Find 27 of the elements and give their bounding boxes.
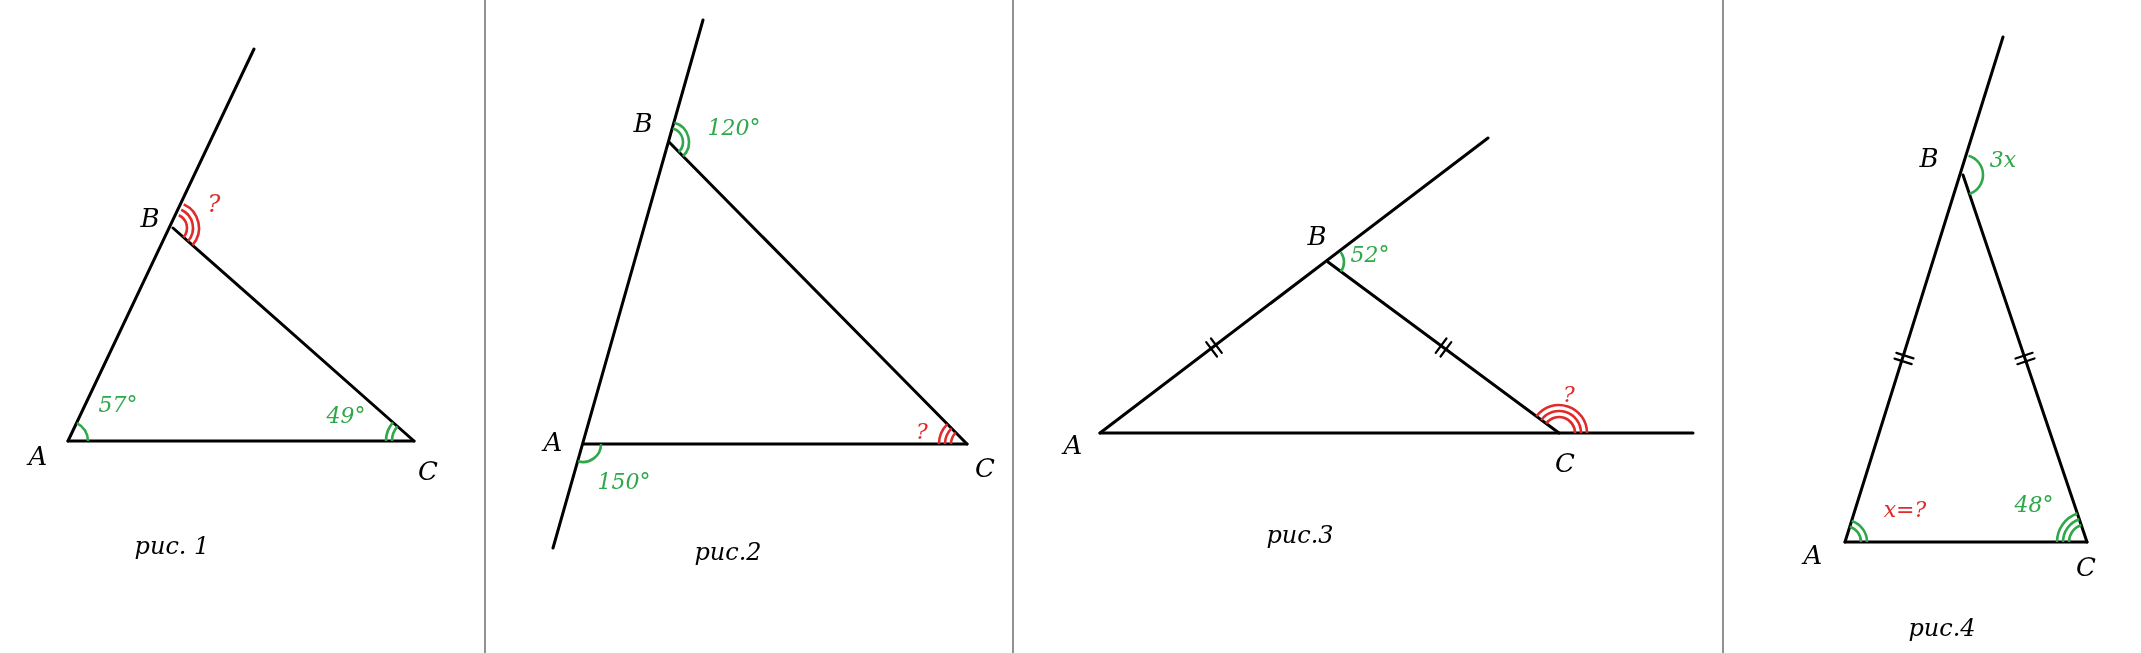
- vertex-label: B: [633, 110, 653, 136]
- vertex-label: B: [140, 205, 160, 231]
- vertex-label: A: [1803, 542, 1823, 568]
- angle-label: 57°: [98, 394, 138, 416]
- vertex-label: C: [418, 458, 438, 484]
- angle-label: ?: [207, 192, 221, 216]
- angle-label: ?: [1563, 384, 1575, 406]
- angle-label: 49°: [326, 405, 366, 427]
- angle-label: 3x: [1989, 149, 2017, 171]
- angle-label: 120°: [707, 117, 761, 139]
- angle-label: 150°: [597, 471, 651, 493]
- vertex-label: C: [2076, 554, 2096, 580]
- vertex-label: B: [1919, 145, 1939, 171]
- figure-caption: рис.3: [1266, 523, 1334, 547]
- angle-label: 48°: [2014, 494, 2054, 516]
- figure-caption: рис. 1: [134, 534, 210, 558]
- angle-label: x=?: [1883, 499, 1927, 521]
- vertex-label: A: [28, 443, 48, 469]
- figure-caption: рис.2: [694, 540, 762, 564]
- vertex-label: B: [1307, 223, 1327, 249]
- vertex-label: A: [543, 429, 563, 455]
- angle-label: ?: [916, 421, 928, 443]
- angle-label: 52°: [1350, 244, 1390, 266]
- vertex-label: C: [1555, 450, 1575, 476]
- figure-caption: рис.4: [1908, 616, 1976, 640]
- vertex-label: A: [1063, 432, 1083, 458]
- vertex-label: C: [975, 455, 995, 481]
